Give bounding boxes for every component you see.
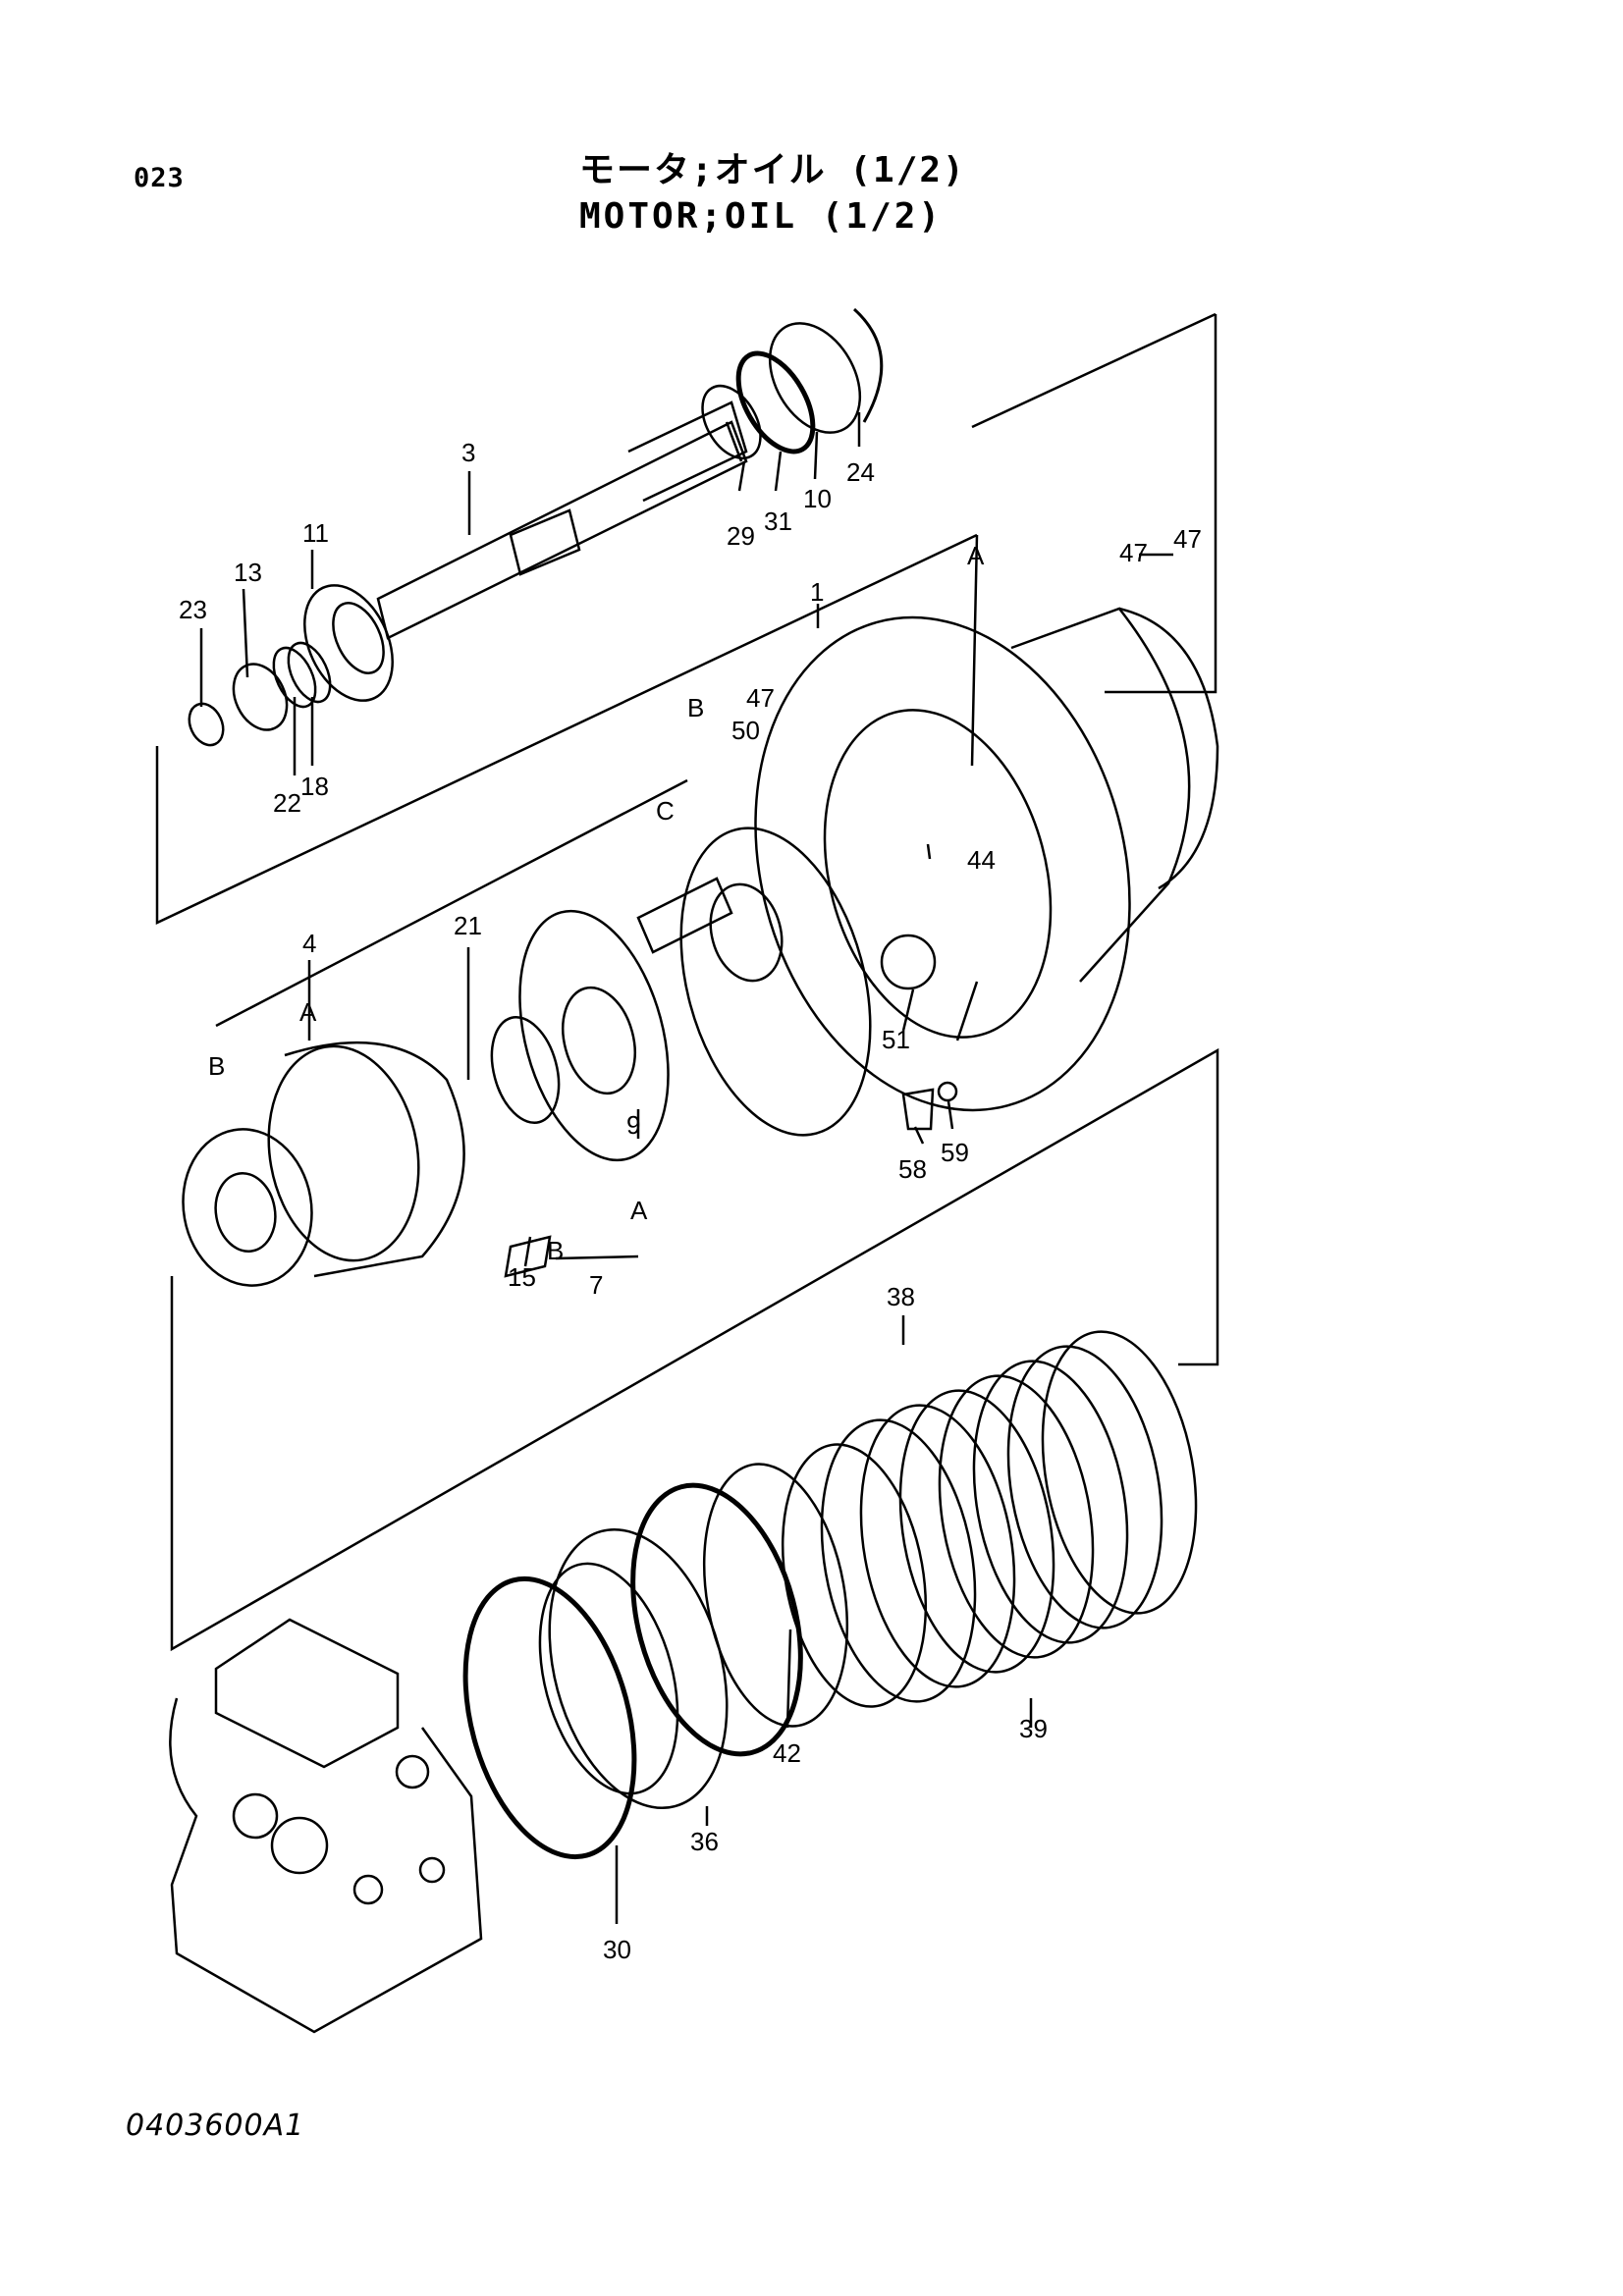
- callout-38: 38: [887, 1282, 915, 1311]
- oring-30: [462, 1575, 637, 1860]
- oring-42: [630, 1482, 803, 1757]
- group-frame-shaft: [155, 533, 979, 925]
- callout-59: 59: [941, 1138, 969, 1167]
- callout-29: 29: [727, 521, 755, 551]
- plug-58: [901, 1088, 935, 1131]
- bearing-10: [768, 322, 862, 434]
- callout-3: 3: [461, 438, 475, 467]
- callout-A-3: A: [630, 1196, 648, 1225]
- callout-C: C: [656, 796, 675, 826]
- callout-58: 58: [898, 1154, 927, 1184]
- callout-9: 9: [626, 1110, 640, 1140]
- callout-47-a: 47: [1119, 538, 1148, 567]
- callout-B-3: B: [547, 1236, 564, 1265]
- callout-18: 18: [300, 772, 329, 801]
- seal-ring-29: [701, 384, 762, 460]
- oring-31: [735, 350, 816, 454]
- motor-housing: [754, 607, 1219, 1112]
- callout-10: 10: [803, 484, 832, 513]
- snap-ring-24: [852, 307, 884, 423]
- valve-body: [169, 1618, 483, 2034]
- cylinder-9: [679, 827, 872, 1137]
- title-english: MOTOR;OIL (1/2): [579, 196, 944, 237]
- ring-22: [272, 646, 317, 709]
- callout-22: 22: [273, 788, 301, 818]
- callout-4: 4: [302, 929, 316, 958]
- callout-42: 42: [773, 1738, 801, 1768]
- spacer-13: [232, 663, 289, 731]
- pin-c: [636, 877, 733, 954]
- callout-1: 1: [810, 577, 824, 607]
- piston-assembly-4: [182, 1041, 465, 1287]
- callout-15: 15: [508, 1262, 536, 1292]
- callout-31: 31: [764, 507, 792, 536]
- piston-36: [548, 1527, 729, 1810]
- callout-50: 50: [731, 716, 760, 745]
- callout-A-2: A: [299, 997, 317, 1027]
- callout-47-b: 47: [1173, 524, 1202, 554]
- drawing-id: 0403600A1: [126, 2109, 305, 2143]
- valve-plate: [518, 909, 670, 1162]
- callout-21: 21: [454, 911, 482, 940]
- title-japanese: モータ;オイル (1/2): [579, 150, 966, 190]
- ring-7: [490, 1015, 561, 1125]
- group-frame-cylinder: [170, 1047, 1219, 1652]
- ring-18: [287, 641, 332, 704]
- spring-15: [504, 1235, 552, 1278]
- callout-labels: 3 29 31 10 24 11 13 23 22 18 1 A 47 47 4…: [179, 438, 1202, 1964]
- callout-44: 44: [967, 845, 996, 875]
- callout-23: 23: [179, 595, 207, 624]
- brake-plates: [702, 1330, 1198, 1728]
- bearing-11: [303, 584, 394, 702]
- ring-23: [188, 702, 225, 747]
- callout-B-2: B: [208, 1051, 225, 1081]
- oring-59: [937, 1081, 958, 1102]
- callout-13: 13: [234, 558, 262, 587]
- callout-24: 24: [846, 457, 875, 487]
- callout-30: 30: [603, 1935, 631, 1964]
- page-code: 023: [134, 163, 185, 193]
- callout-36: 36: [690, 1827, 719, 1856]
- group-frame-housing: [971, 312, 1217, 694]
- callout-51: 51: [882, 1025, 910, 1054]
- callout-7: 7: [589, 1270, 603, 1300]
- group-frame-valve: [215, 778, 688, 1028]
- callout-A-1: A: [967, 541, 985, 570]
- callout-11: 11: [302, 518, 329, 548]
- shaft-part: [376, 400, 748, 640]
- callout-47-c: 47: [746, 683, 775, 713]
- callout-B-1: B: [687, 693, 704, 722]
- callout-39: 39: [1019, 1714, 1048, 1743]
